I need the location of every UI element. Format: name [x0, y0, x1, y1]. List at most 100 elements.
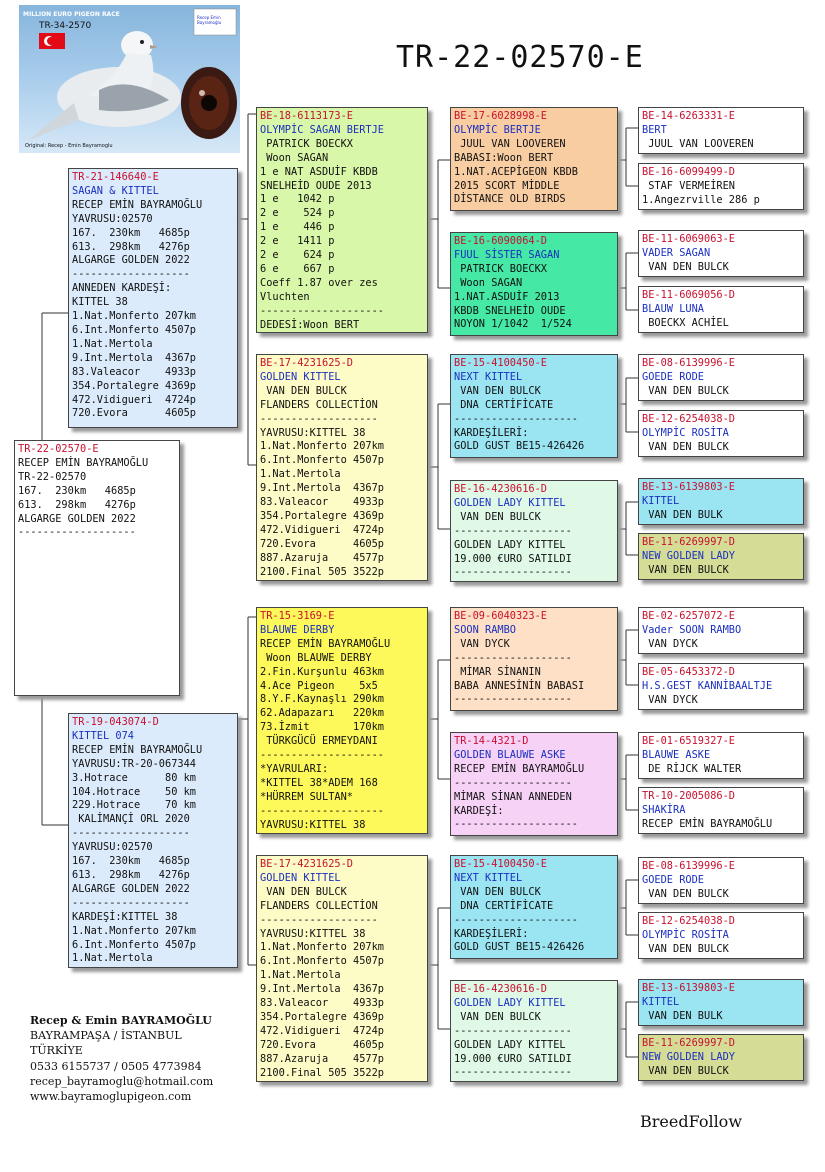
pedigree-line: 613. 298km 4276p — [72, 868, 190, 881]
pedigree-line: 2100.Final 505 3522p — [260, 565, 384, 578]
ring-number: BE-11-6269997-D — [642, 536, 735, 548]
pedigree-line: ALGARGE GOLDEN 2022 — [18, 512, 136, 525]
pigeon-name: GOLDEN BLAUWE ASKE — [454, 748, 566, 761]
pedigree-line: -------------------- — [454, 913, 578, 926]
pedigree-line: 2.Fin.Kurşunlu 463km — [260, 665, 384, 678]
pedigree-line: 6 e 667 p — [260, 262, 335, 275]
pedigree-line: JUUL VAN LOOVEREN — [454, 137, 566, 150]
pedigree-line: FLANDERS COLLECTİON — [260, 398, 378, 411]
pedigree-line: ------------------- — [454, 524, 572, 537]
ring-number: TR-10-2005086-D — [642, 790, 735, 802]
pigeon-name: Vader SOON RAMBO — [642, 623, 742, 636]
pedigree-line: *HÜRREM SULTAN* — [260, 790, 353, 803]
pedigree-line: ANNEDEN KARDEŞİ: — [72, 282, 172, 295]
pedigree-line: 1.Nat.Mertola — [260, 969, 341, 982]
pedigree-line: 1.Nat.Mertola — [72, 337, 153, 350]
pedigree-line: 1.Nat.Mertola — [72, 952, 153, 965]
pedigree-line: ------------------- — [454, 1066, 572, 1079]
brand-logo-text: BreedFollow — [640, 1112, 743, 1131]
pigeon-photo: MILLION EURO PIGEON RACE TR-34-2570 Rece… — [19, 5, 240, 153]
pedigree-line: DNA CERTİFİCATE — [454, 398, 554, 411]
pedigree-line: 9.Int.Mertola 4367p — [260, 983, 384, 996]
pedigree-line: PATRICK BOECKX — [454, 262, 547, 275]
ring-number: TR-22-02570-E — [18, 443, 99, 455]
pedigree-line: MİMAR SİNAN ANNEDEN — [454, 790, 572, 803]
pigeon-name: SAGAN & KITTEL — [72, 184, 159, 197]
pedigree-line: 720.Evora 4605p — [72, 407, 196, 420]
ring-number: BE-13-6139803-E — [642, 982, 735, 994]
pedigree-line: KARDEŞİLERİ: — [454, 426, 529, 439]
ring-number: TR-19-043074-D — [72, 716, 159, 728]
ring-number: BE-11-6069056-D — [642, 289, 735, 301]
pedigree-line: 6.Int.Monferto 4507p — [260, 454, 384, 467]
pedigree-line: 1.Nat.Monferto 207km — [260, 440, 384, 453]
pedigree-line: 887.Azaruja 4577p — [260, 551, 384, 564]
pedigree-line: 1 e 1042 p — [260, 193, 335, 206]
pedigree-line: ------------------- — [454, 693, 572, 706]
pedigree-line: 19.000 €URO SATILDI — [454, 1052, 572, 1065]
pedigree-line: Coeff 1.87 over zes — [260, 276, 378, 289]
ring-number: BE-02-6257072-E — [642, 610, 735, 622]
breeder-email[interactable]: recep_bayramoglu@hotmail.com — [30, 1074, 214, 1088]
ring-number: BE-01-6519327-E — [642, 735, 735, 747]
ring-number: BE-17-6028998-E — [454, 110, 547, 122]
pigeon-name: GOEDE RODE — [642, 370, 704, 383]
pedigree-line: VAN DEN BULCK — [642, 887, 729, 900]
pedigree-line: 9.Int.Mertola 4367p — [72, 351, 196, 364]
pedigree-line: RECEP EMİN BAYRAMOĞLU — [72, 743, 203, 756]
pigeon-name: FUUL SİSTER SAGAN — [454, 248, 560, 261]
pedigree-line: 1 e NAT ASDUİF KBDB — [260, 165, 378, 178]
pedigree-line: *KITTEL 38*ADEM 168 — [260, 776, 378, 789]
pedigree-line: 73.İzmit 170km — [260, 721, 384, 734]
ring-number: BE-09-6040323-E — [454, 610, 547, 622]
pedigree-line: 167. 230km 4685p — [18, 484, 136, 497]
breeder-city: BAYRAMPAŞA / İSTANBUL — [30, 1029, 182, 1043]
pigeon-name: OLYMPİC SAGAN BERTJE — [260, 123, 384, 136]
pedigree-line: 229.Hotrace 70 km — [72, 799, 196, 812]
pedigree-line: ------------------- — [454, 651, 572, 664]
ring-number: TR-14-4321-D — [454, 735, 529, 747]
pedigree-line: VAN DEN BULCK — [642, 440, 729, 453]
pedigree-line: 1.Angezrville 286 p — [642, 193, 760, 206]
pedigree-line: 3.Hotrace 80 km — [72, 771, 196, 784]
pedigree-line: 2100.Final 505 3522p — [260, 1066, 384, 1079]
pedigree-line: -------------------- — [454, 412, 578, 425]
pigeon-name: KITTEL — [642, 995, 680, 1008]
ring-number: TR-15-3169-E — [260, 610, 335, 622]
ring-number: TR-21-146640-E — [72, 171, 159, 183]
pedigree-line: VAN DYCK — [642, 693, 698, 706]
pedigree-line: 62.Adapazarı 220km — [260, 707, 384, 720]
pedigree-line: Woon SAGAN — [454, 276, 523, 289]
pedigree-line: Woon SAGAN — [260, 151, 329, 164]
pedigree-line: 354.Portalegre 4369p — [260, 1010, 384, 1023]
pedigree-line: YAVRUSU:KITTEL 38 — [260, 426, 366, 439]
pedigree-line: 167. 230km 4685p — [72, 226, 190, 239]
pedigree-line: VAN DEN BULCK — [642, 260, 729, 273]
ring-number: BE-17-4231625-D — [260, 858, 353, 870]
pigeon-name: BLAUWE DERBY — [260, 623, 335, 636]
pedigree-line: MİMAR SİNANIN — [454, 665, 541, 678]
pedigree-line: Woon BLAUWE DERBY — [260, 651, 372, 664]
photo-ring: TR-34-2570 — [39, 21, 92, 31]
ring-number: BE-16-4230616-D — [454, 483, 547, 495]
pedigree-line: 720.Evora 4605p — [260, 1038, 384, 1051]
pigeon-name: NEXT KITTEL — [454, 370, 523, 383]
pedigree-line: VAN DEN BULCK — [642, 942, 729, 955]
ring-number: BE-18-6113173-E — [260, 110, 353, 122]
pedigree-line: KITTEL 38 — [72, 296, 128, 309]
photo-banner: MILLION EURO PIGEON RACE — [23, 11, 120, 18]
pedigree-line: NOYON 1/1042 1/524 — [454, 318, 572, 331]
breeder-website[interactable]: www.bayramoglupigeon.com — [30, 1090, 192, 1104]
pedigree-line: JUUL VAN LOOVEREN — [642, 137, 754, 150]
